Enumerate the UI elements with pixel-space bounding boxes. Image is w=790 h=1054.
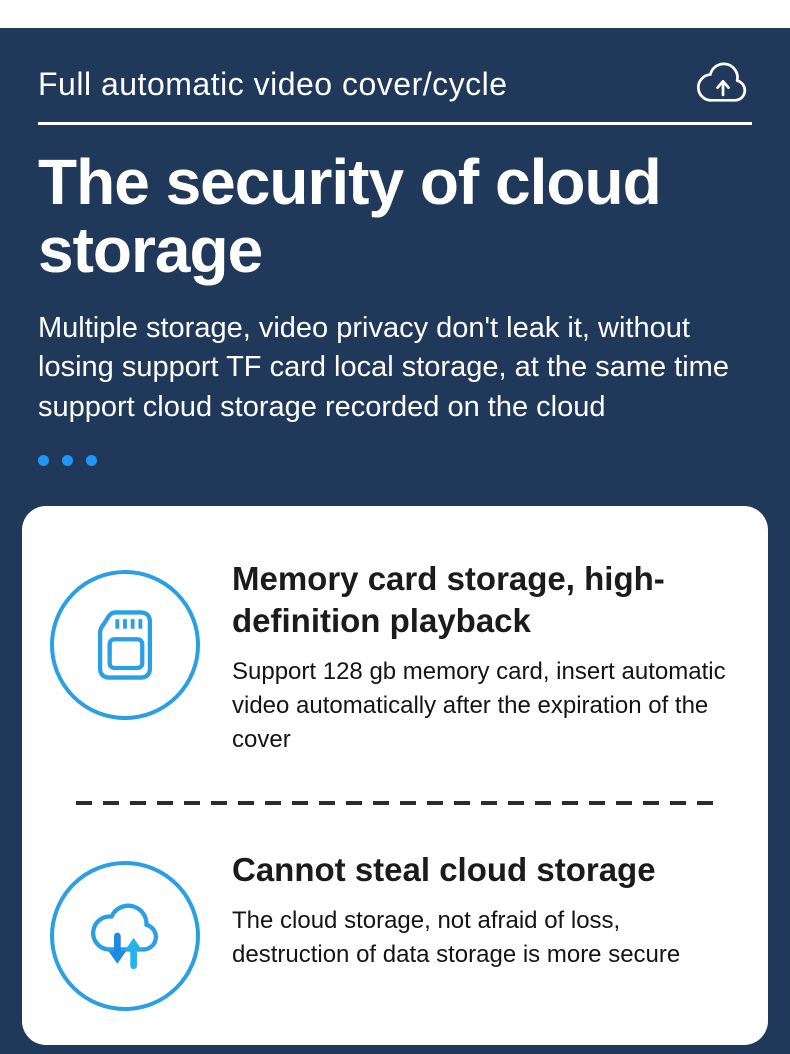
feature-description: Support 128 gb memory card, insert autom…	[232, 657, 726, 753]
section-title: Full automatic video cover/cycle	[38, 65, 508, 102]
section-header: Full automatic video cover/cycle	[38, 28, 752, 106]
feature-title: Memory card storage, high-definition pla…	[232, 559, 665, 639]
feature-memory-card: Memory card storage, high-definition pla…	[50, 558, 740, 757]
hero-description: Multiple storage, video privacy don't le…	[38, 311, 729, 423]
dashed-divider	[76, 801, 714, 806]
feature-cloud-storage: Cannot steal cloud storage The cloud sto…	[50, 849, 740, 1012]
feature-title: Cannot steal cloud storage	[232, 851, 656, 889]
navy-background: Full automatic video cover/cycle The sec…	[0, 28, 790, 1054]
header-divider	[38, 122, 752, 125]
memory-card-icon	[50, 569, 200, 720]
feature-description: The cloud storage, not afraid of loss, d…	[232, 906, 681, 968]
features-card: Memory card storage, high-definition pla…	[22, 505, 768, 1046]
page-title: The security of cloud storage	[38, 146, 662, 286]
cloud-sync-icon	[50, 861, 200, 1012]
ellipsis-dots-icon	[38, 454, 752, 466]
cloud-upload-icon	[694, 62, 752, 106]
